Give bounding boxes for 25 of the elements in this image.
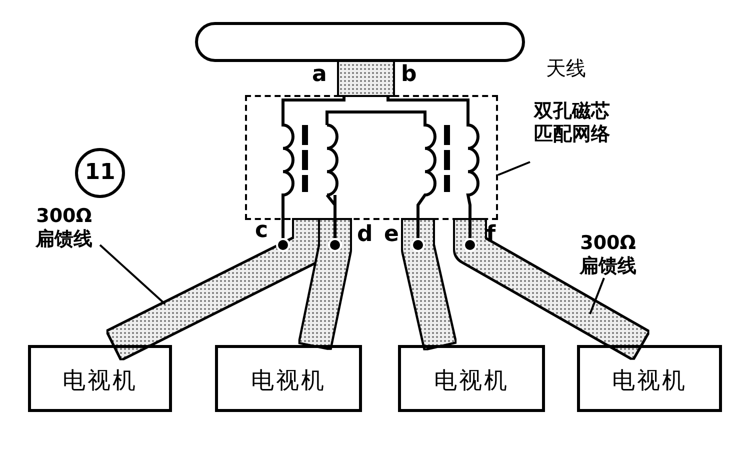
terminal-letter: d [357,222,373,248]
feeder-cable [455,220,648,358]
feeder-label: 300Ω 扁馈线 [28,205,100,251]
leader-line [498,161,530,176]
tv-box [577,345,722,412]
terminal-letter: a [312,62,327,88]
device-label: 电视机 [62,368,138,394]
matching-network-box [245,95,498,220]
feed-connector [339,62,393,95]
device-label: 电视机 [250,368,327,394]
leader-line [99,244,166,305]
terminal-letter: c [255,218,268,244]
tv-box [28,345,172,412]
tv-box [215,345,362,412]
circled-number: 11 [75,148,125,198]
tv-box [398,345,545,412]
network-label: 双孔磁芯匹配网络 [530,100,614,148]
leader-line [589,278,605,314]
feeder-label: 300Ω 扁馈线 [572,232,644,278]
terminal-letter: b [401,62,417,88]
device-label: 电视机 [611,368,688,394]
terminal-letter: e [384,222,399,248]
device-label: 电视机 [433,368,510,394]
feeder-cable [300,220,350,348]
antenna-caption: 天线 [546,57,586,80]
